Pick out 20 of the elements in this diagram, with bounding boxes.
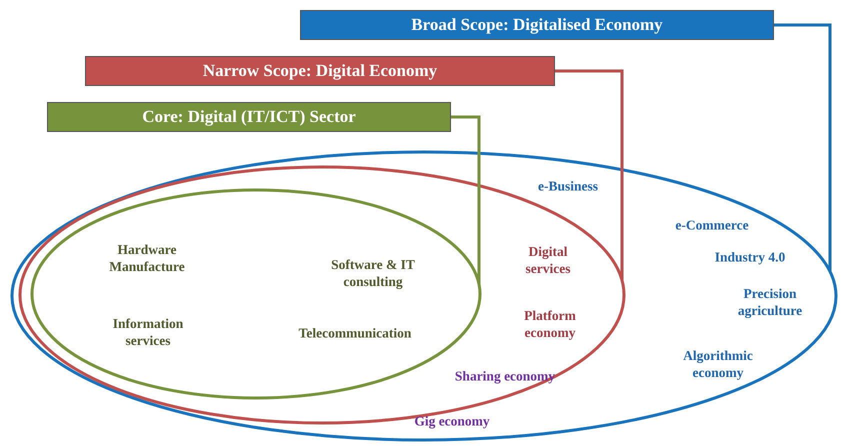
region-label: Information services	[112, 315, 184, 349]
scope-title-box: Broad Scope: Digitalised Economy	[300, 10, 774, 40]
scope-ellipse	[10, 150, 838, 442]
connector-line	[774, 24, 832, 272]
connector-line	[451, 116, 480, 284]
connector-line	[555, 70, 624, 280]
region-label: Digital services	[524, 243, 572, 277]
region-label: Platform economy	[523, 307, 577, 341]
region-label: Algorithmic economy	[682, 347, 754, 381]
region-label: e-Commerce	[674, 216, 750, 234]
region-label: Precision agriculture	[736, 285, 804, 319]
region-label: e-Business	[536, 178, 599, 194]
region-label: Hardware Manufacture	[108, 241, 186, 275]
region-label: Gig economy	[413, 412, 491, 430]
region-label: Software & IT consulting	[330, 256, 416, 290]
region-label: Industry 4.0	[714, 248, 786, 266]
scope-title-box: Core: Digital (IT/ICT) Sector	[47, 102, 451, 132]
region-label: Sharing economy	[454, 368, 556, 384]
region-label: Telecommunication	[298, 324, 412, 342]
scope-title-box: Narrow Scope: Digital Economy	[85, 56, 555, 86]
